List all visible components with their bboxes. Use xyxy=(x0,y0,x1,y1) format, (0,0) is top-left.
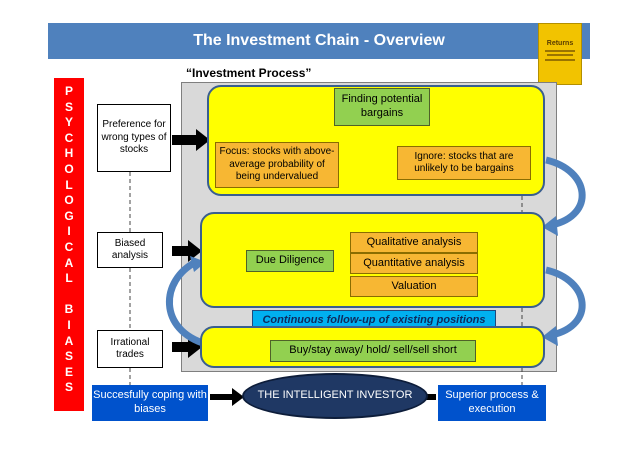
bias-bar-letter: A xyxy=(64,255,74,270)
valuation-box: Valuation xyxy=(350,276,478,297)
bias-input-biased-analysis: Biased analysis xyxy=(97,232,163,268)
book-cover-line xyxy=(545,50,575,52)
bias-bar-letter: L xyxy=(65,271,73,286)
coping-with-biases-box: Succesfully coping with biases xyxy=(92,385,208,421)
qualitative-analysis-box: Qualitative analysis xyxy=(350,232,478,253)
bias-bar-letter: G xyxy=(64,208,74,223)
arrow-head-icon xyxy=(542,326,558,346)
book-cover-image: Returns xyxy=(538,23,582,85)
intelligent-investor-oval: THE INTELLIGENT INVESTOR xyxy=(242,373,428,419)
quantitative-analysis-box: Quantitative analysis xyxy=(350,253,478,274)
bias-bar-letter: S xyxy=(64,349,73,364)
bias-bar-letter: S xyxy=(64,380,73,395)
curved-arrow xyxy=(545,266,586,339)
due-diligence-box: Due Diligence xyxy=(246,250,334,272)
right-arrow-icon xyxy=(210,388,244,406)
bias-bar-letter: I xyxy=(67,224,71,239)
bias-bar-letter: A xyxy=(64,333,74,348)
book-cover-line xyxy=(547,54,573,56)
right-arrow-icon xyxy=(172,129,210,151)
superior-process-box: Superior process & execution xyxy=(438,385,546,421)
bias-input-irrational-trades: Irrational trades xyxy=(97,330,163,368)
bias-bar-letter: P xyxy=(64,84,73,98)
bias-input-preference: Preference for wrong types of stocks xyxy=(97,104,171,172)
investment-process-label: “Investment Process” xyxy=(186,66,312,80)
finding-bargains-box: Finding potential bargains xyxy=(334,88,430,126)
book-cover-line xyxy=(545,59,575,61)
curved-arrow xyxy=(545,156,586,229)
focus-box: Focus: stocks with above-average probabi… xyxy=(215,142,339,188)
bias-bar-letter: B xyxy=(64,302,74,317)
bias-bar-letter: C xyxy=(64,239,74,254)
bias-bar-letter: S xyxy=(64,99,73,114)
bias-bar-letter: L xyxy=(65,177,73,192)
continuous-followup-bar: Continuous follow-up of existing positio… xyxy=(252,310,496,330)
bias-bar-letter: E xyxy=(64,364,73,379)
trade-decision-box: Buy/stay away/ hold/ sell/sell short xyxy=(270,340,476,362)
bias-bar-letter: I xyxy=(67,317,71,332)
right-arrow-icon xyxy=(172,240,202,262)
bias-bar-letter: O xyxy=(64,193,74,208)
arrow-head-icon xyxy=(190,256,206,272)
bias-bar-letter: H xyxy=(64,146,74,161)
book-cover-title: Returns xyxy=(546,40,574,47)
bias-bar-letter: C xyxy=(64,130,74,145)
ignore-box: Ignore: stocks that are unlikely to be b… xyxy=(397,146,531,180)
bias-bar-letter: Y xyxy=(64,115,73,130)
page-title: The Investment Chain - Overview xyxy=(48,23,590,59)
curved-arrow xyxy=(166,258,208,348)
bias-bar-letter: O xyxy=(64,161,74,176)
arrow-head-icon xyxy=(542,216,558,236)
